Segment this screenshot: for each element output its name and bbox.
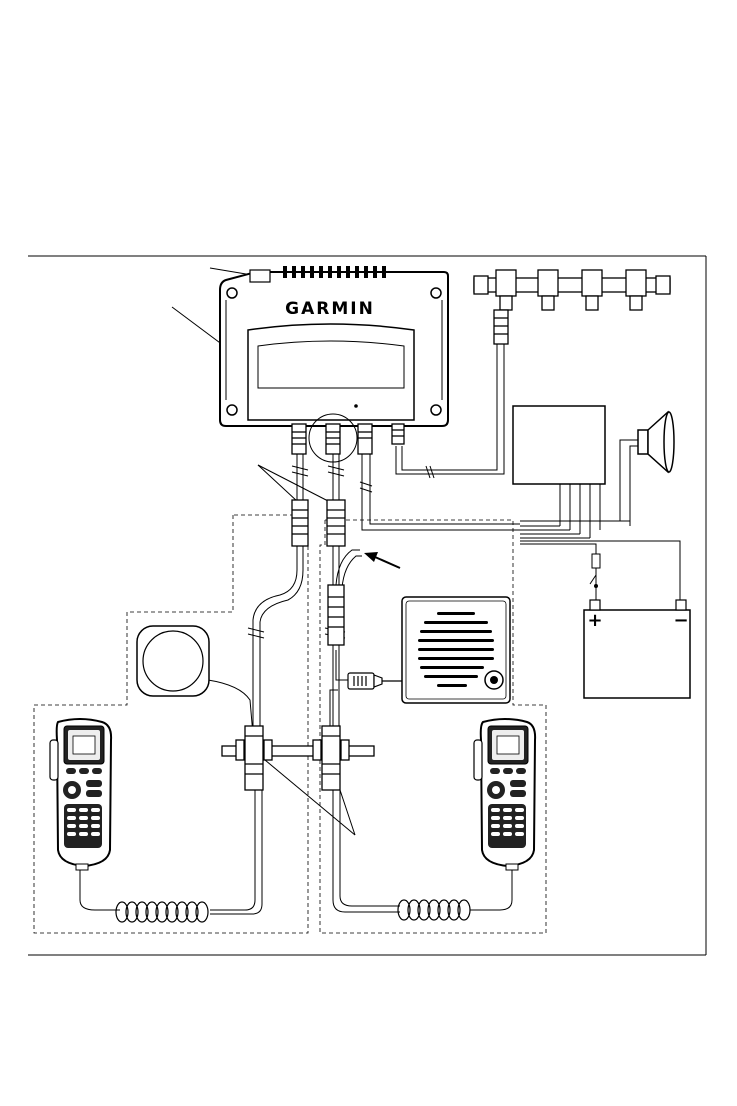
connector-bracket-icon [222,726,374,790]
nmea-2000-backbone [474,270,670,344]
battery-negative-label: − [673,610,688,631]
speaker-box-icon [402,597,510,703]
arrow-indicator [364,552,400,568]
fuse-icon [592,554,600,568]
radio-unit: GARMIN [220,266,448,462]
coiled-cord-left [116,902,208,922]
junction-box [513,406,605,484]
inline-connectors [292,500,345,645]
coiled-cord-right [398,900,470,920]
battery-icon: + − [584,600,690,698]
dashed-zones [34,515,546,933]
battery-positive-label: + [587,610,602,631]
wireless-handset-icon-right [474,719,535,870]
round-antenna-icon [137,626,209,696]
wireless-handset-icon-left [50,719,111,870]
brand-logo: GARMIN [285,299,375,319]
horn-speaker-icon [638,412,674,472]
speaker-plug-icon [348,673,402,689]
